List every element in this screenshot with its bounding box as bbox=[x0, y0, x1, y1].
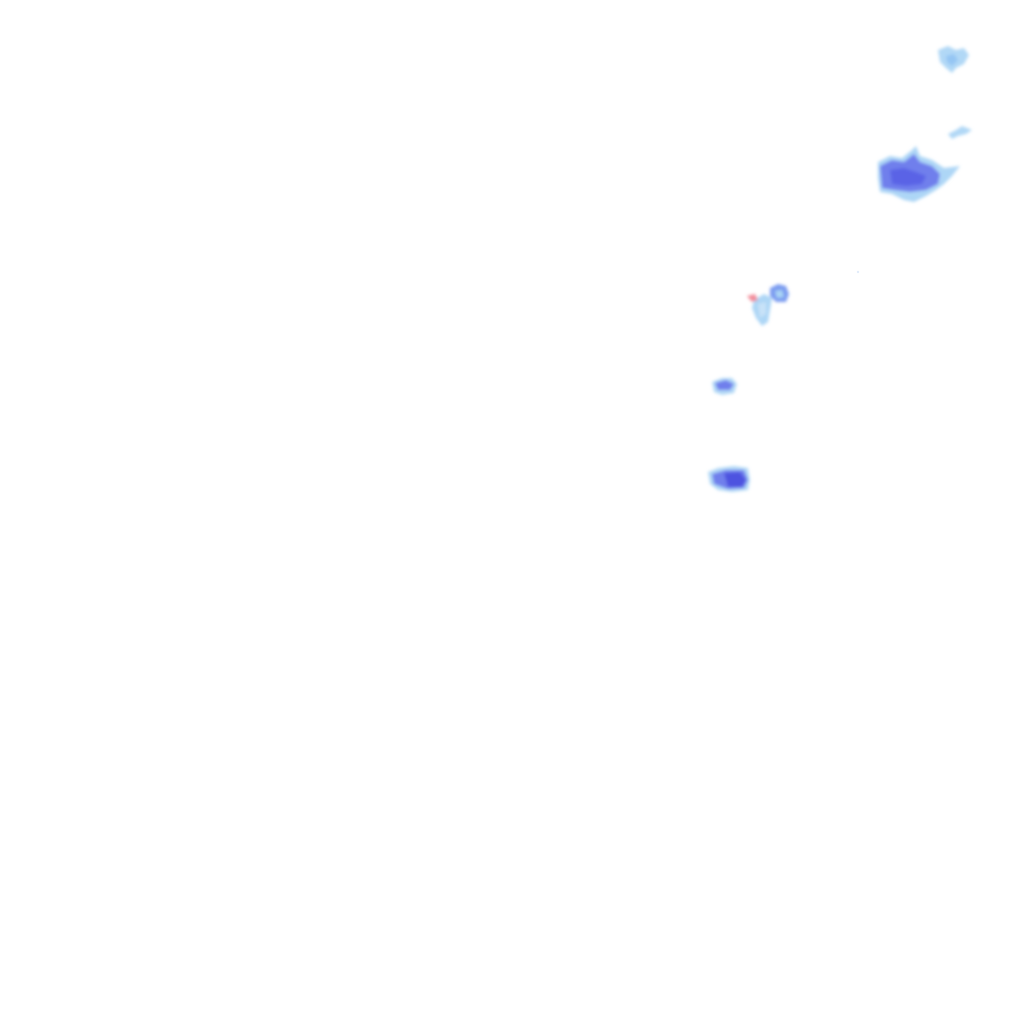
echo-mid-small-core bbox=[715, 380, 734, 390]
echo-north-streak bbox=[948, 126, 972, 139]
echo-north-large-cell-core bbox=[890, 168, 926, 186]
echo-south-cell-core bbox=[724, 472, 746, 487]
echo-north-large-cell bbox=[878, 146, 960, 202]
echo-mid-pair-right-inner bbox=[775, 290, 784, 298]
echo-north-streak-shape bbox=[948, 126, 972, 139]
echo-far-north-small bbox=[938, 46, 969, 73]
echo-south-cell bbox=[708, 466, 750, 492]
echo-warning-fleck bbox=[747, 294, 758, 302]
echo-mid-small bbox=[712, 378, 737, 395]
echo-far-north-small-inner bbox=[946, 54, 958, 66]
echo-speck bbox=[856, 270, 860, 274]
echo-mid-pair bbox=[747, 284, 789, 326]
echo-mid-pair-tail-inner bbox=[758, 302, 766, 318]
